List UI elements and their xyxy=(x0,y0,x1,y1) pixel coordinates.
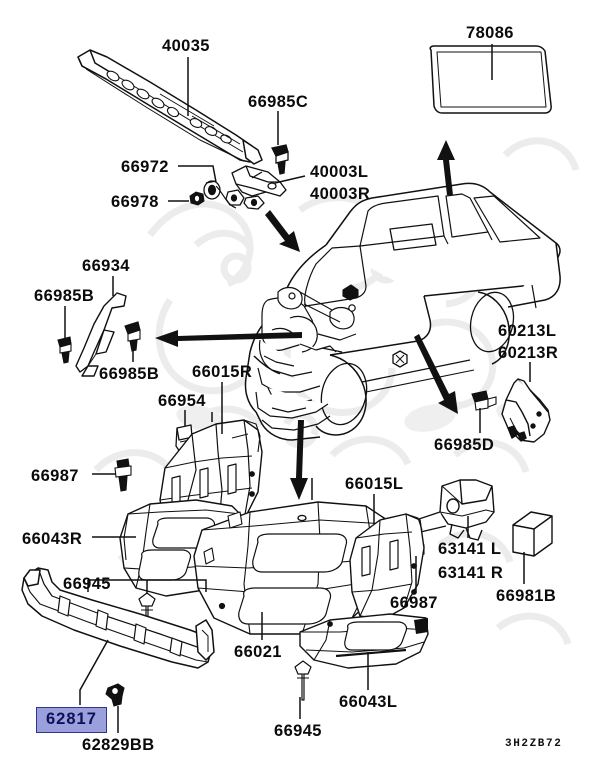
part-label-63141l[interactable]: 63141 L xyxy=(438,540,502,558)
part-label-66987-right[interactable]: 66987 xyxy=(390,594,438,612)
part-label-66985c[interactable]: 66985C xyxy=(248,93,309,111)
part-label-66985d[interactable]: 66985D xyxy=(434,436,495,454)
part-66985d-bolt xyxy=(471,390,497,411)
part-66985b-bolt-left xyxy=(57,336,72,364)
assembly-arrows xyxy=(155,140,458,500)
part-label-66043r[interactable]: 66043R xyxy=(22,530,83,548)
part-60213-bracket xyxy=(501,378,551,443)
part-40035-crossmember xyxy=(77,49,263,165)
part-label-40003r[interactable]: 40003R xyxy=(310,185,371,203)
part-label-66972[interactable]: 66972 xyxy=(121,158,169,176)
part-66934-bracket xyxy=(75,292,127,377)
part-66945-clip-upper xyxy=(138,592,156,621)
part-label-66985b-lower[interactable]: 66985B xyxy=(99,365,160,383)
leader-lines xyxy=(64,44,531,733)
part-66021-center-undercover xyxy=(193,501,397,635)
part-78086-roof-panel xyxy=(429,45,552,114)
part-label-66934[interactable]: 66934 xyxy=(82,257,130,275)
part-label-66021[interactable]: 66021 xyxy=(234,643,282,661)
part-62817-air-dam xyxy=(21,567,215,669)
vehicle-fastener-marker xyxy=(392,350,408,368)
part-66972-bushing xyxy=(203,180,221,200)
part-label-62829bb[interactable]: 62829BB xyxy=(82,736,155,754)
part-label-66015l[interactable]: 66015L xyxy=(345,475,404,493)
part-label-78086[interactable]: 78086 xyxy=(466,24,514,42)
part-66985c-bolt xyxy=(271,144,289,175)
part-label-63141r[interactable]: 63141 R xyxy=(438,564,504,582)
part-label-66945-lower[interactable]: 66945 xyxy=(274,722,322,740)
part-label-66954[interactable]: 66954 xyxy=(158,392,206,410)
part-62829bb-fastener xyxy=(105,683,125,707)
part-label-60213r[interactable]: 60213R xyxy=(498,344,559,362)
part-label-40003l[interactable]: 40003L xyxy=(310,163,369,181)
part-label-60213l[interactable]: 60213L xyxy=(498,322,557,340)
part-label-62817-selected[interactable]: 62817 xyxy=(36,707,107,733)
part-66015l-splash-shield xyxy=(349,513,425,621)
part-label-66015r[interactable]: 66015R xyxy=(192,363,253,381)
part-label-66987-left[interactable]: 66987 xyxy=(31,467,79,485)
part-66945-clip-lower xyxy=(294,660,312,701)
part-66987-bolt-left xyxy=(114,458,132,492)
part-label-66043l[interactable]: 66043L xyxy=(339,693,398,711)
part-label-66945-upper[interactable]: 66945 xyxy=(63,575,111,593)
part-label-66981b[interactable]: 66981B xyxy=(496,587,557,605)
part-label-66978[interactable]: 66978 xyxy=(111,193,159,211)
part-40003-hinge xyxy=(215,165,287,210)
part-66043l-undercover xyxy=(299,613,429,669)
part-66981b-cube xyxy=(512,511,553,557)
part-label-40035[interactable]: 40035 xyxy=(162,37,210,55)
diagram-code: 3H2ZB72 xyxy=(505,738,563,750)
part-66978-nut xyxy=(189,191,205,206)
part-label-66985b-upper[interactable]: 66985B xyxy=(34,287,95,305)
vehicle-engine-bay-detail xyxy=(255,284,359,431)
